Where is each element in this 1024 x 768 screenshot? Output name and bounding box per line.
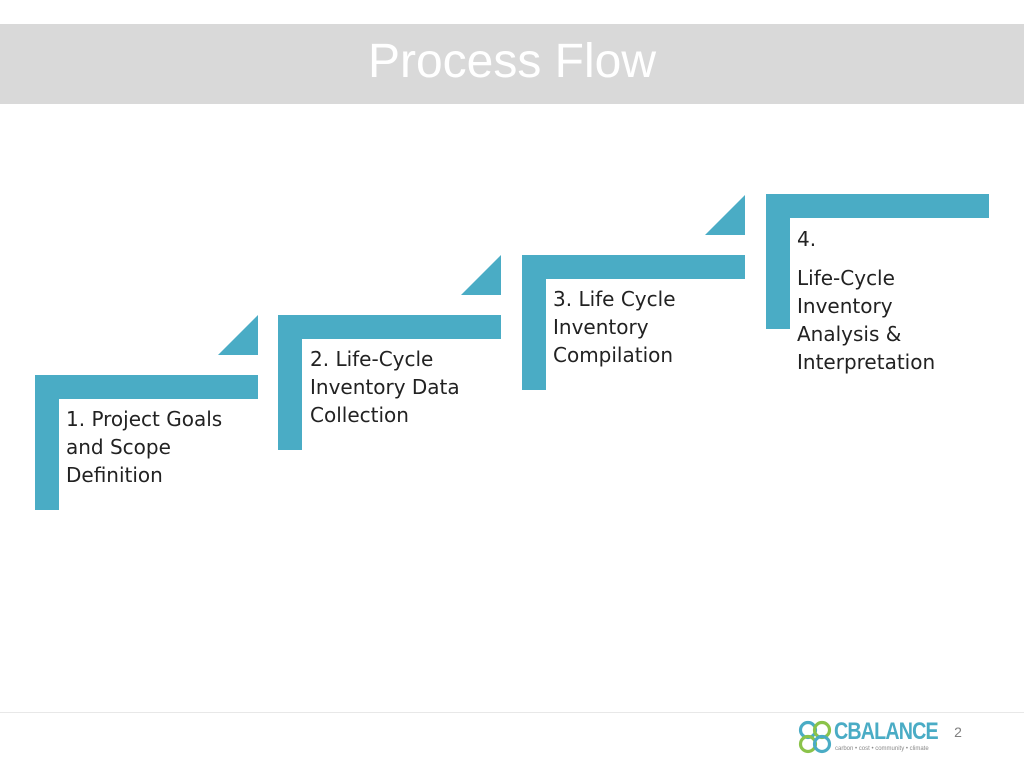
step-1-arrow-corner <box>218 315 258 355</box>
step-4-top-bar <box>766 194 989 218</box>
page-number: 2 <box>954 724 962 740</box>
cbalance-logo: CBALANCE carbon • cost • community • cli… <box>798 718 939 758</box>
step-1-top-bar <box>35 375 258 399</box>
footer-divider <box>0 712 1024 713</box>
step-4-side-bar <box>766 194 790 329</box>
slide-title: Process Flow <box>367 35 657 88</box>
step-2-side-bar <box>278 315 302 450</box>
step-2-label: 2. Life-Cycle Inventory Data Collection <box>310 347 460 427</box>
step-1-label: 1. Project Goals and Scope Definition <box>66 407 223 487</box>
title-bar: Process Flow <box>0 24 1024 104</box>
step-3-side-bar <box>522 255 546 390</box>
logo-tagline: carbon • cost • community • climate <box>835 746 929 752</box>
step-2-arrow-corner <box>461 255 501 295</box>
step-4-label: 4. Life-Cycle Inventory Analysis & Inter… <box>797 227 936 374</box>
step-1-side-bar <box>35 375 59 510</box>
step-3-top-bar <box>522 255 745 279</box>
logo-wordmark: CBALANCE <box>834 718 939 745</box>
step-3-label: 3. Life Cycle Inventory Compilation <box>553 287 676 367</box>
step-2-top-bar <box>278 315 501 339</box>
clover-logo-icon <box>798 720 832 754</box>
step-3-arrow-corner <box>705 195 745 235</box>
